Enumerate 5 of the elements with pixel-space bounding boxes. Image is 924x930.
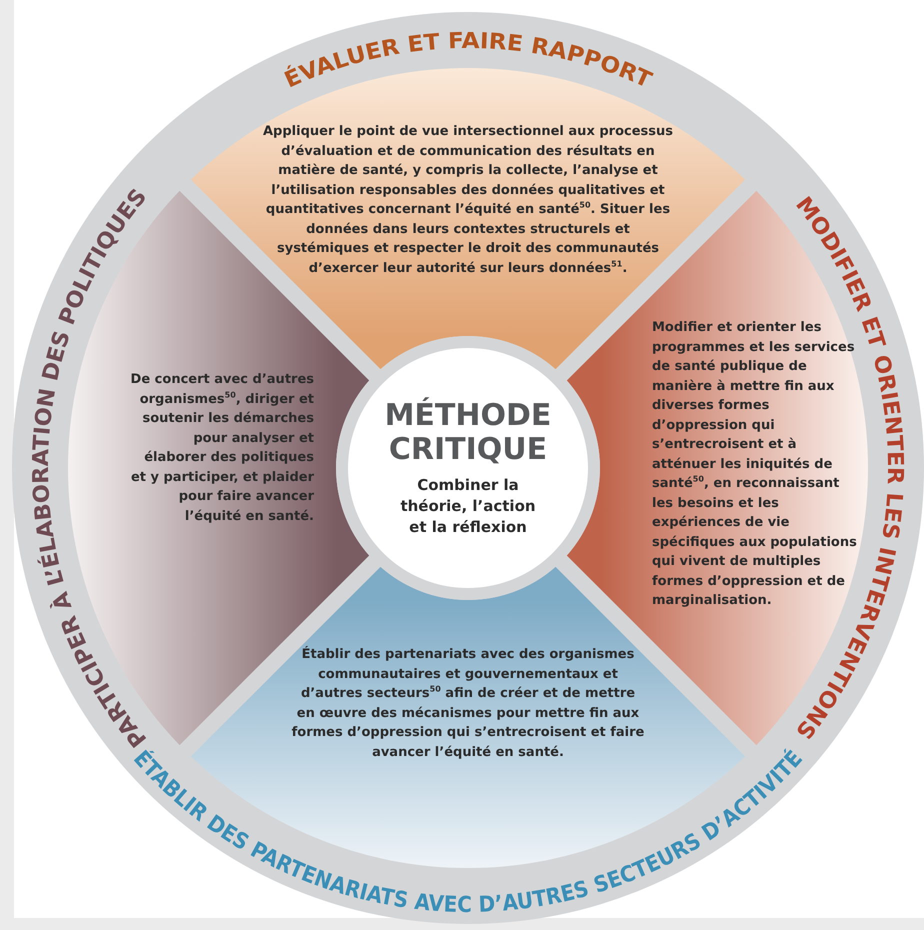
- body-text: Établir des partenariats avec des organismes communautaires et gouvernementaux et d’autres secteurs$^{50}$ afin de créer et de mettre en œuvre des mécanismes pour mettre fin aux formes d’oppression qui s’entrecroisent et faire avancer l’équité en santé.: [290, 645, 646, 762]
- center-subtitle: Combiner la théorie, l’action et la réflexion: [399, 474, 537, 538]
- center-heading: MÉTHODE CRITIQUE: [384, 398, 552, 466]
- body-text: De concert avec d’autres organismes$^{50}$, diriger et soutenir les démarches pour analyser et élaborer des politiques et y participer, et plaider pour faire avancer l’équité en santé.: [130, 371, 314, 526]
- body-text: Appliquer le point de vue intersectionnel aux processus d’évaluation et de communication des résultats en matière de santé, y compris la collecte, l’analyse et l’utilisation responsables des données qualitatives et quantitatives concernant l’équité en santé$^{50}$. Situer les données dans leurs contextes structurels et systémiques et respecter le droit des communautés d’exercer leur autorité sur leurs données$^{51}$.: [262, 123, 674, 278]
